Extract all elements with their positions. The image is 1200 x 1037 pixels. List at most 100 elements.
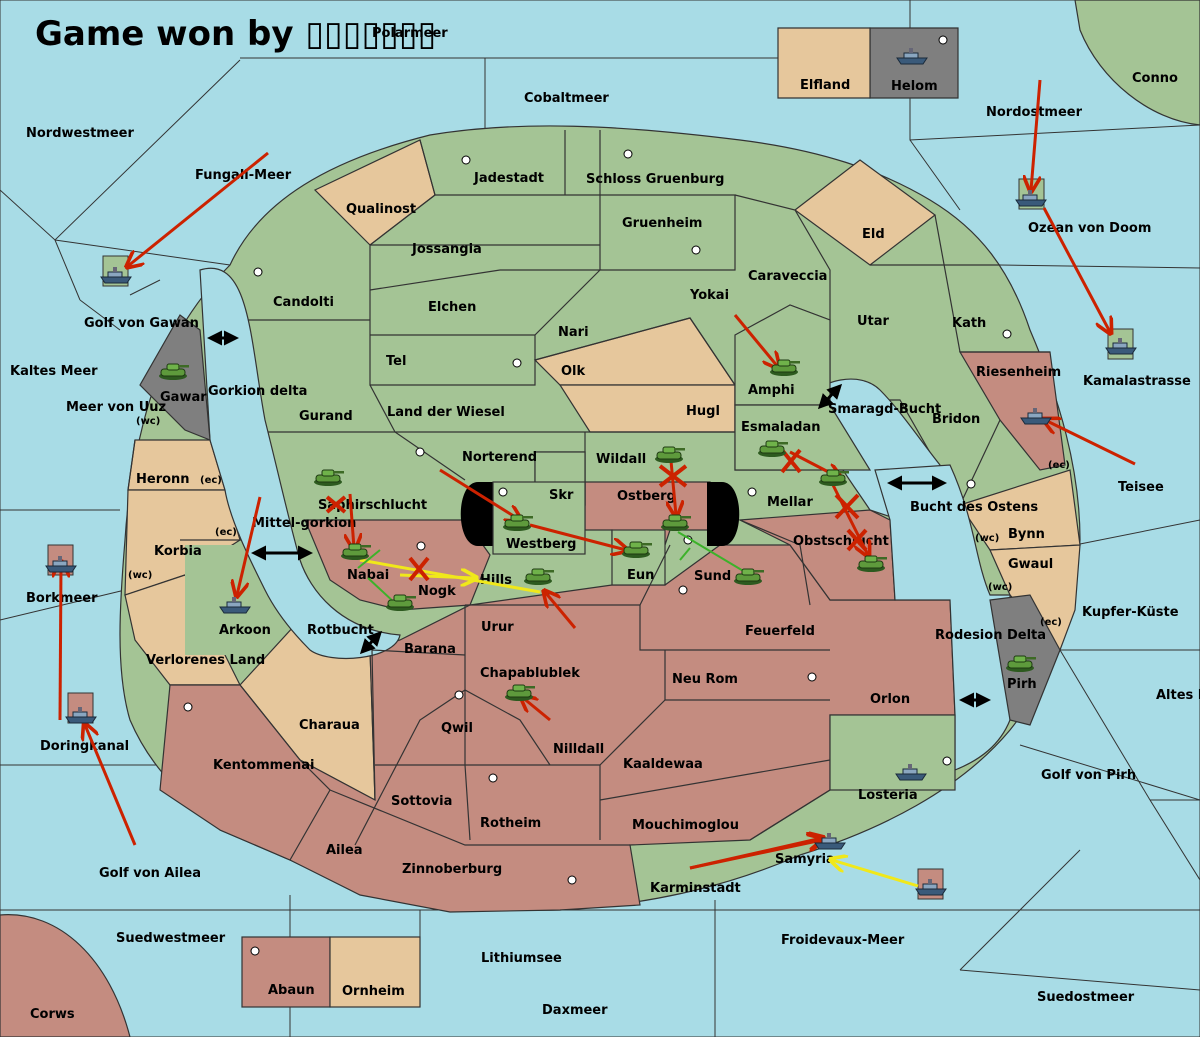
label-rotheim: Rotheim [480, 816, 541, 831]
label-nogk: Nogk [418, 584, 456, 599]
label-qualinost: Qualinost [346, 202, 416, 217]
label-golf-gawan-text: Golf von Gawan [84, 316, 199, 331]
label-corws: Corws [30, 1007, 75, 1022]
label-kaaldewaa: Kaaldewaa [623, 757, 703, 772]
coast-wc-3: (wc) [975, 533, 999, 544]
label-urur: Urur [481, 620, 514, 635]
game-title: Game won by ▯▯▯▯▯▯▯ [35, 14, 436, 54]
label-rotbucht: Rotbucht [307, 623, 374, 638]
label-gurand: Gurand [299, 409, 353, 424]
label-korbia: Korbia [154, 544, 202, 559]
label-kath: Kath [952, 316, 986, 331]
label-kaltes: Kaltes Meer [10, 364, 98, 379]
label-mouchimoglou: Mouchimoglou [632, 818, 739, 833]
label-nabai: Nabai [347, 568, 389, 583]
territory-kentommenai[interactable] [159, 684, 331, 861]
label-sottovia: Sottovia [391, 794, 452, 809]
label-ozean: Ozean von Doom [1028, 221, 1151, 236]
label-nilldall: Nilldall [553, 742, 604, 757]
label-cobaltmeer: Cobaltmeer [524, 91, 609, 106]
label-olk: Olk [561, 364, 586, 379]
label-nari: Nari [558, 325, 589, 340]
label-elchen: Elchen [428, 300, 476, 315]
label-kamalastrasse: Kamalastrasse [1083, 374, 1191, 389]
label-eun: Eun [627, 568, 654, 583]
label-nordostmeer: Nordostmeer [986, 105, 1083, 120]
label-lithiumsee: Lithiumsee [481, 951, 562, 966]
coast-ec-2: (ec) [215, 527, 237, 538]
label-saphirschlucht: Saphirschlucht [318, 498, 427, 513]
territories [124, 130, 1081, 913]
label-land-wiesel: Land der Wiesel [387, 405, 505, 420]
supply-centers [183, 35, 1012, 956]
label-ornheim: Ornheim [342, 984, 405, 999]
label-gawar: Gawar [160, 390, 207, 405]
failed-orders [325, 448, 868, 582]
coast-wc-4: (wc) [988, 582, 1012, 593]
label-verlorenes: Verlorenes Land [146, 653, 265, 668]
label-mellar: Mellar [767, 495, 813, 510]
label-gorkion-delta: Gorkion delta [208, 384, 307, 399]
coast-ec-4: (ec) [1040, 617, 1062, 628]
label-polarmeer: Polarmeer [372, 26, 448, 41]
label-golf-gawan: Golf von Gawan [84, 316, 199, 331]
label-kupfer: Kupfer-Küste [1082, 605, 1179, 620]
territory-losteria[interactable] [829, 714, 956, 791]
label-wildall: Wildall [596, 452, 646, 467]
label-heronn: Heronn [136, 472, 190, 487]
label-helom: Helom [891, 79, 938, 94]
coast-ec-1: (ec) [200, 475, 222, 486]
label-hugl: Hugl [686, 404, 720, 419]
label-obstschlucht: Obstschlucht [793, 534, 889, 549]
label-barana: Barana [404, 642, 456, 657]
label-sund: Sund [694, 569, 731, 584]
label-suedostmeer: Suedostmeer [1037, 990, 1135, 1005]
map-labels: Polarmeer Elfland Helom Conno Cobaltmeer… [10, 26, 1200, 1022]
label-neurom: Neu Rom [672, 672, 738, 687]
label-nordwestmeer: Nordwestmeer [26, 126, 134, 141]
label-bucht-ostens: Bucht des Ostens [910, 500, 1038, 515]
territory-abaun[interactable] [241, 936, 331, 1008]
label-riesenheim: Riesenheim [976, 365, 1061, 380]
label-rodesion: Rodesion Delta [935, 628, 1046, 643]
label-conno: Conno [1132, 71, 1178, 86]
label-gruenheim: Gruenheim [622, 216, 702, 231]
label-doringkanal: Doringkanal [40, 739, 129, 754]
nav-arrows [207, 330, 991, 708]
label-westberg: Westberg [506, 537, 576, 552]
label-kentommenai: Kentommenai [213, 758, 314, 773]
label-chapablublek: Chapablublek [480, 666, 580, 681]
label-daxmeer: Daxmeer [542, 1003, 608, 1018]
label-losteria: Losteria [858, 788, 918, 803]
label-ostberg: Ostberg [617, 489, 676, 504]
coast-ec-3: (ec) [1048, 460, 1070, 471]
label-gwaul: Gwaul [1008, 557, 1053, 572]
label-golf-pirh: Golf von Pirh [1041, 768, 1136, 783]
label-suedwestmeer: Suedwestmeer [116, 931, 226, 946]
label-altes: Altes Meer [1156, 688, 1200, 703]
label-bridon: Bridon [932, 412, 980, 427]
label-caraveccia: Caraveccia [748, 269, 827, 284]
territory-corws[interactable] [0, 914, 131, 1037]
label-norterend: Norterend [462, 450, 537, 465]
label-meer-uuz: Meer von Uuz [66, 400, 166, 415]
label-qwil: Qwil [441, 721, 473, 736]
label-zinnoberburg: Zinnoberburg [402, 862, 502, 877]
label-teisee: Teisee [1118, 480, 1164, 495]
label-mittelgorkion: Mittel-gorkion [252, 516, 356, 531]
label-eld: Eld [862, 227, 885, 242]
label-esmaladan: Esmaladan [741, 420, 821, 435]
coast-wc-2: (wc) [128, 570, 152, 581]
label-candolti: Candolti [273, 295, 334, 310]
territory-elfland[interactable] [777, 27, 871, 99]
label-karminstadt: Karminstadt [650, 881, 741, 896]
territory-ornheim[interactable] [329, 936, 421, 1008]
label-skr: Skr [549, 488, 574, 503]
label-smaragd: Smaragd-Bucht [828, 402, 941, 417]
label-tel: Tel [386, 354, 406, 369]
territory-arkoon-green[interactable] [185, 545, 240, 655]
label-golf-ailea: Golf von Ailea [99, 866, 201, 881]
label-pirh: Pirh [1007, 677, 1037, 692]
territory-gwaul[interactable] [989, 544, 1081, 652]
